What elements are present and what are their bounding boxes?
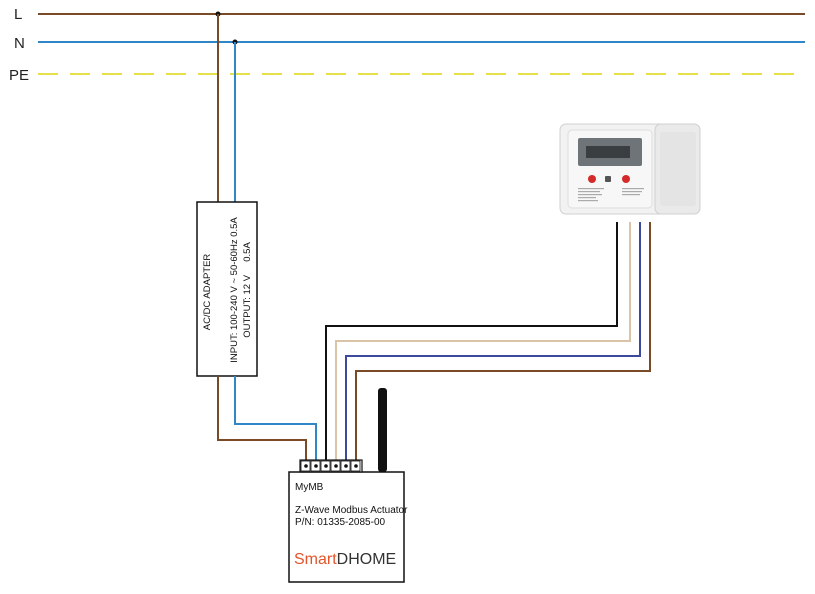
- adapter-title: AC/DC ADAPTER: [202, 254, 213, 331]
- terminal-block: [299, 459, 363, 473]
- actuator-name: MyMB: [295, 482, 324, 493]
- adapter-input-spec: INPUT: 100-240 V ~ 50-60Hz 0.5A: [229, 217, 240, 363]
- modbus-blue-wire: [345, 222, 641, 460]
- meter-red-button-right: [622, 175, 630, 183]
- antenna: [378, 388, 387, 472]
- neutral-rail-label: N: [14, 35, 25, 52]
- meter-red-button-left: [588, 175, 596, 183]
- earth-rail-label: PE: [9, 67, 29, 84]
- modbus-brown-wire: [355, 222, 651, 460]
- brand-logo-dhome: DHOME: [337, 551, 397, 568]
- brand-logo-smart: Smart: [294, 551, 337, 568]
- line-rail-label: L: [14, 6, 22, 23]
- meter-fine-print: [578, 188, 644, 202]
- modbus-black-wire: [325, 222, 618, 460]
- adapter-output-spec: OUTPUT: 12 V 0.5A: [242, 242, 253, 338]
- adapter-blue-output-wire: [234, 376, 317, 460]
- brand-logo: SmartDHOME: [294, 551, 396, 568]
- adapter-brown-output-wire: [217, 376, 307, 460]
- energy-meter: [559, 123, 701, 215]
- actuator-part-number: P/N: 01335-2085-00: [295, 517, 386, 528]
- actuator-description: Z-Wave Modbus Actuator: [295, 505, 408, 516]
- acdc-adapter: [196, 201, 258, 377]
- zwave-modbus-actuator: [288, 471, 405, 583]
- modbus-beige-wire: [335, 222, 631, 460]
